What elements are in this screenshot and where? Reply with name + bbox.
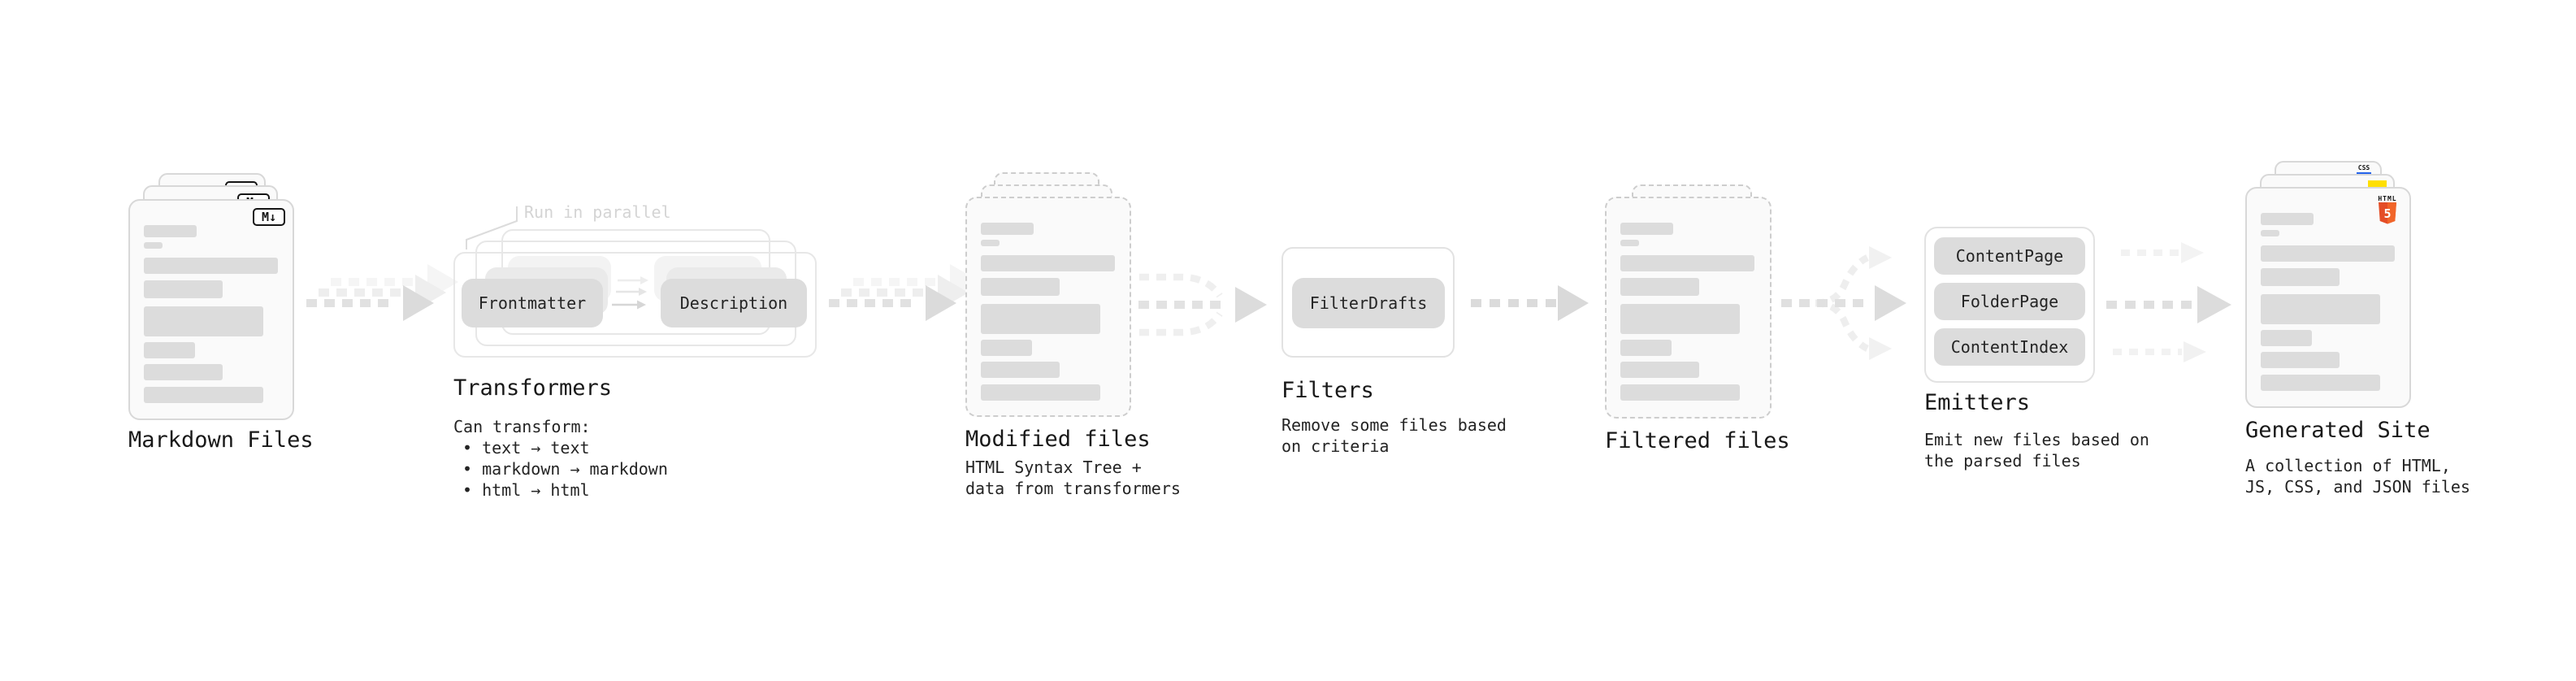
text-placeholder-bar [144, 258, 278, 274]
markdown-icon: M↓ [253, 208, 285, 226]
text-placeholder-bar [981, 304, 1100, 334]
callout-line [466, 206, 518, 249]
description-line: data from transformers [965, 479, 1181, 498]
svg-text:5: 5 [2383, 206, 2391, 221]
emitter-folder-page-pill: FolderPage [1934, 283, 2085, 320]
text-placeholder-bar [144, 225, 197, 237]
filter-drafts-pill: FilterDrafts [1292, 278, 1445, 328]
transformers-description: Can transform: • text → text • markdown … [453, 416, 668, 501]
text-placeholder-bar [981, 255, 1115, 271]
transformer-frame-front [453, 252, 817, 358]
file-card-front: M↓ [128, 199, 294, 420]
text-placeholder-bar [2261, 352, 2340, 368]
run-in-parallel-note: Run in parallel [524, 202, 671, 222]
text-placeholder-bar [2261, 294, 2380, 324]
text-placeholder-bar [1620, 240, 1639, 246]
generated-description: A collection of HTML, JS, CSS, and JSON … [2245, 455, 2470, 497]
description-line: the parsed files [1924, 451, 2081, 471]
text-placeholder-bar [2261, 245, 2395, 262]
text-placeholder-bar [1620, 340, 1672, 356]
filters-description: Remove some files based on criteria [1281, 414, 1507, 457]
text-placeholder-bar [2261, 330, 2312, 346]
description-line: Remove some files based [1281, 415, 1507, 435]
emitters-description: Emit new files based on the parsed files [1924, 429, 2149, 471]
transform-step-arrows [612, 276, 648, 310]
emitter-content-index-pill: ContentIndex [1934, 328, 2085, 366]
description-line: JS, CSS, and JSON files [2245, 477, 2470, 497]
flow-arrow-split [1781, 246, 1906, 360]
text-placeholder-bar [144, 306, 263, 336]
text-placeholder-bar [144, 364, 223, 380]
description-line: on criteria [1281, 436, 1390, 456]
flow-arrow-merge [1138, 273, 1267, 336]
transformer-description-pill: Description [661, 279, 807, 327]
text-placeholder-bar [981, 278, 1060, 296]
text-placeholder-bar [1620, 362, 1699, 378]
description-line: HTML Syntax Tree + [965, 458, 1142, 477]
text-placeholder-bar [1620, 278, 1699, 296]
transformer-frontmatter-pill: Frontmatter [462, 279, 603, 327]
text-placeholder-bar [144, 280, 223, 298]
css-icon: CSS [2355, 165, 2373, 175]
description-line: A collection of HTML, [2245, 456, 2451, 475]
description-line: • html → html [462, 480, 590, 500]
file-card-front: HTML 5 [2245, 187, 2411, 408]
text-placeholder-bar [1620, 384, 1740, 401]
text-placeholder-bar [981, 240, 1000, 246]
text-placeholder-bar [2261, 375, 2380, 391]
html5-icon: HTML 5 [2374, 195, 2400, 225]
flow-arrows-emit [2106, 242, 2231, 362]
stage-title-filtered-files: Filtered files [1605, 428, 1790, 453]
file-card-front [965, 197, 1131, 417]
stage-title-modified-files: Modified files [965, 427, 1151, 452]
text-placeholder-bar [1620, 304, 1740, 334]
description-line: Emit new files based on [1924, 430, 2149, 449]
description-line: • markdown → markdown [462, 459, 668, 479]
text-placeholder-bar [981, 223, 1034, 235]
text-placeholder-bar [144, 242, 163, 249]
flow-arrow-stacked-2 [829, 264, 981, 321]
stage-title-transformers: Transformers [453, 375, 613, 401]
stage-title-generated-site: Generated Site [2245, 418, 2431, 443]
text-placeholder-bar [1620, 255, 1754, 271]
text-placeholder-bar [144, 342, 195, 358]
text-placeholder-bar [981, 340, 1032, 356]
text-placeholder-bar [144, 387, 263, 403]
text-placeholder-bar [981, 384, 1100, 401]
description-line: Can transform: [453, 417, 591, 436]
stage-title-emitters: Emitters [1924, 390, 2031, 415]
stage-title-markdown-files: Markdown Files [128, 427, 314, 453]
text-placeholder-bar [1620, 223, 1673, 235]
text-placeholder-bar [2261, 213, 2314, 225]
flow-arrow-single [1471, 285, 1589, 321]
flow-arrow-stacked-1 [306, 264, 458, 321]
text-placeholder-bar [2261, 230, 2279, 236]
emitter-content-page-pill: ContentPage [1934, 237, 2085, 275]
stage-title-filters: Filters [1281, 378, 1374, 403]
description-line: • text → text [462, 438, 590, 458]
text-placeholder-bar [2261, 268, 2340, 286]
modified-description: HTML Syntax Tree + data from transformer… [965, 457, 1181, 499]
text-placeholder-bar [981, 362, 1060, 378]
file-card-front [1605, 197, 1772, 419]
